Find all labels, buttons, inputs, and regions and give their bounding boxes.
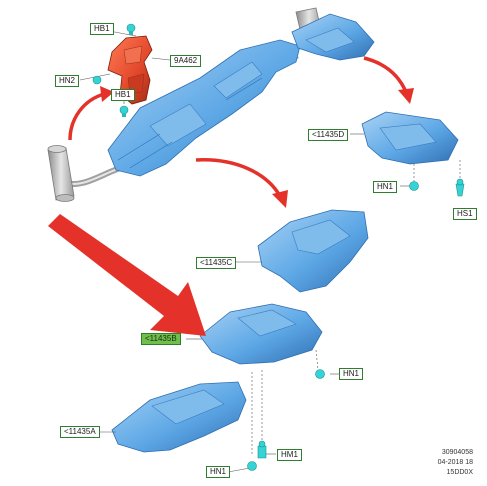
callout-hb1-bottom: HB1 [111,89,135,101]
drawing-code: 15DD0X [446,469,473,476]
drawing-number: 30904058 [441,449,473,456]
callout-hb1-top: HB1 [90,23,114,35]
callout-9a462: 9A462 [170,55,202,67]
fastener-hb1-top [126,23,136,35]
red-arrow-to-bracket [68,86,114,141]
heat-shield-11435d [361,111,459,165]
red-arrow-to-11435c [195,158,288,208]
heat-shield-11435b [199,303,323,365]
callout-hs1: HS1 [453,208,477,220]
callout-11435b: <11435B [141,333,181,345]
callout-11435c: <11435C [196,257,237,269]
callout-11435a: <11435A [60,426,100,438]
callout-hn2: HN2 [55,75,80,87]
callout-hm1: HM1 [277,449,302,461]
rear-heat-shield [291,13,375,61]
fastener-hn2 [92,75,102,85]
heat-shield-11435c [257,209,369,293]
drawing-reference-block: 30904058 04-2018 18 15DD0X [438,448,473,478]
callout-hn1-bottom: HN1 [206,466,231,478]
fastener-hb1-bottom [119,105,129,117]
fastener-hn1-mid [315,369,325,379]
callout-11435d: <11435D [308,129,349,141]
fastener-hn1-right [409,181,419,191]
big-red-arrow [48,214,206,336]
drawing-date: 04-2018 18 [437,459,473,466]
muffler-canister [47,145,75,202]
fastener-hs1 [455,178,465,197]
callout-hn1-mid: HN1 [339,368,364,380]
red-bracket-9a462 [107,35,153,105]
fastener-hm1 [257,440,267,459]
heat-shield-11435a [111,381,247,453]
leader-lines [79,29,461,473]
red-arrow-to-11435d [363,56,414,104]
callout-hn1-right: HN1 [373,181,398,193]
fastener-hn1-bottom [247,461,257,471]
long-underbody-heat-shield [107,39,301,177]
